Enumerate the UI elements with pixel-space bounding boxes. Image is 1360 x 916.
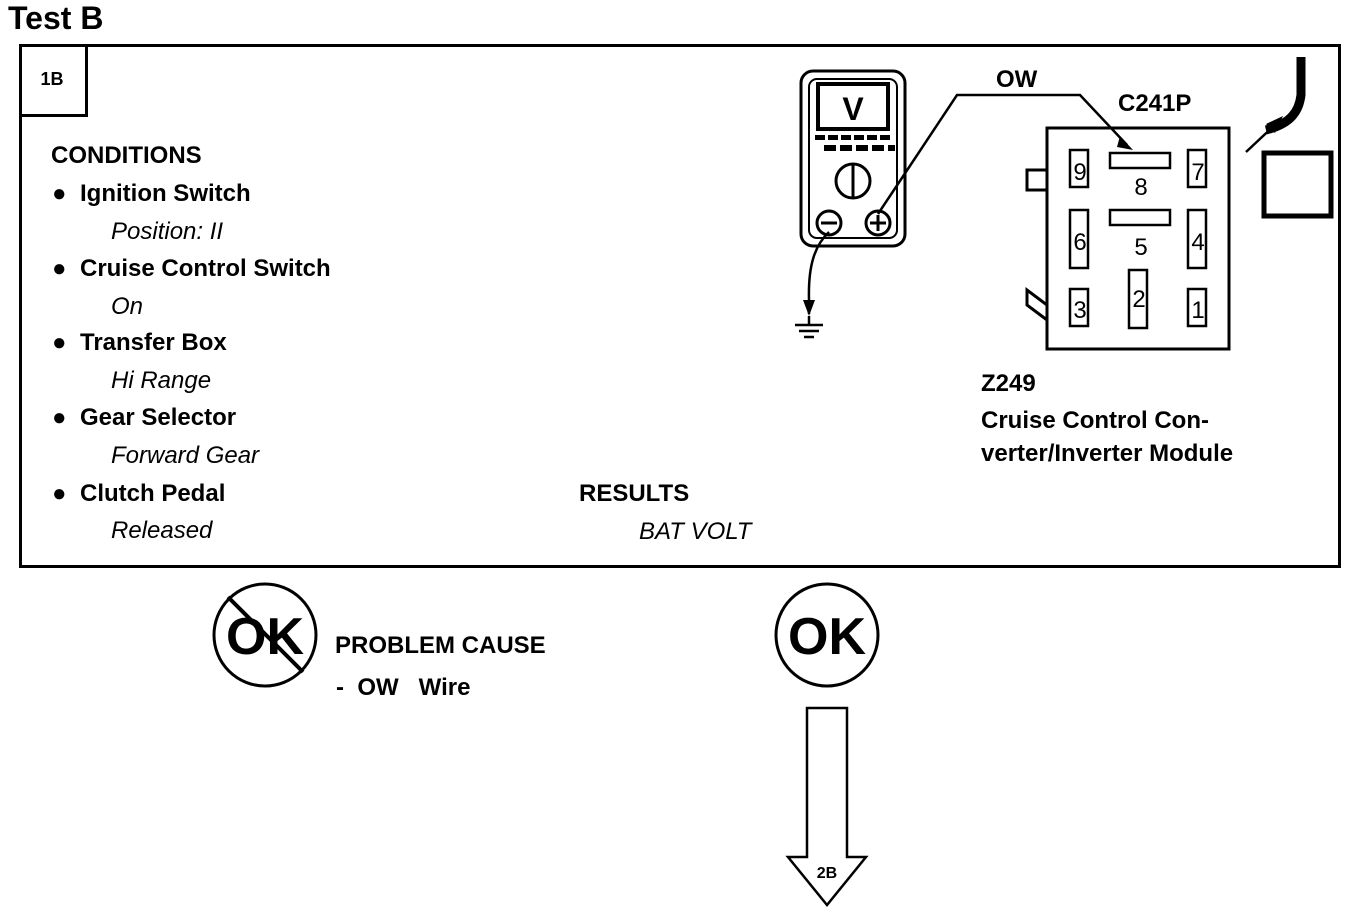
connector-id: C241P — [1118, 90, 1192, 117]
bullet-icon: ● — [52, 255, 67, 282]
problem-cause-item: - OW Wire — [336, 674, 471, 701]
condition-label-ignition: Ignition Switch — [80, 180, 251, 207]
pin-9-label: 9 — [1073, 159, 1086, 186]
condition-label-clutch: Clutch Pedal — [80, 480, 226, 507]
wire-label: OW — [996, 66, 1038, 93]
multimeter-icon: V — [799, 69, 907, 248]
bullet-icon: ● — [52, 480, 67, 507]
pin-6-label: 6 — [1073, 229, 1086, 256]
module-name: Cruise Control Con- verter/Inverter Modu… — [981, 404, 1233, 470]
condition-value-clutch: Released — [111, 517, 213, 544]
module-code: Z249 — [981, 370, 1036, 397]
ok-icon: OK — [774, 582, 880, 688]
conditions-heading: CONDITIONS — [51, 142, 202, 169]
problem-cause-heading: PROBLEM CAUSE — [335, 632, 546, 659]
pin-7-label: 7 — [1191, 159, 1204, 186]
condition-label-gear: Gear Selector — [80, 404, 237, 431]
module-name-line1: Cruise Control Con- — [981, 407, 1209, 434]
next-step-arrow-icon[interactable]: 2B — [785, 706, 869, 907]
step-id-box: 1B — [19, 44, 88, 117]
condition-value-cruise: On — [111, 293, 144, 320]
connector-c241p-icon — [1025, 126, 1231, 351]
results-value: BAT VOLT — [639, 518, 752, 545]
module-housing-icon — [1245, 57, 1334, 219]
condition-label-transfer: Transfer Box — [80, 329, 227, 356]
not-ok-icon: OK — [212, 582, 318, 688]
next-step-label: 2B — [817, 865, 837, 882]
meter-symbol: V — [842, 91, 864, 127]
pin-2-label: 2 — [1132, 286, 1145, 313]
condition-value-ignition: Position: II — [111, 218, 224, 245]
pin-3-label: 3 — [1073, 297, 1086, 324]
pin-8-label: 8 — [1134, 174, 1147, 201]
pin-1-label: 1 — [1191, 297, 1204, 324]
test-panel — [19, 44, 1341, 568]
pin-5-label: 5 — [1134, 234, 1147, 261]
bullet-icon: ● — [52, 180, 67, 207]
condition-value-gear: Forward Gear — [111, 442, 260, 469]
results-heading: RESULTS — [579, 480, 690, 507]
condition-value-transfer: Hi Range — [111, 367, 212, 394]
page-title: Test B — [8, 0, 104, 36]
condition-label-cruise: Cruise Control Switch — [80, 255, 331, 282]
ground-icon — [795, 316, 823, 339]
bullet-icon: ● — [52, 404, 67, 431]
module-name-line2: verter/Inverter Module — [981, 440, 1234, 467]
ok-symbol: OK — [788, 608, 866, 666]
bullet-icon: ● — [52, 329, 67, 356]
pin-4-label: 4 — [1191, 229, 1204, 256]
